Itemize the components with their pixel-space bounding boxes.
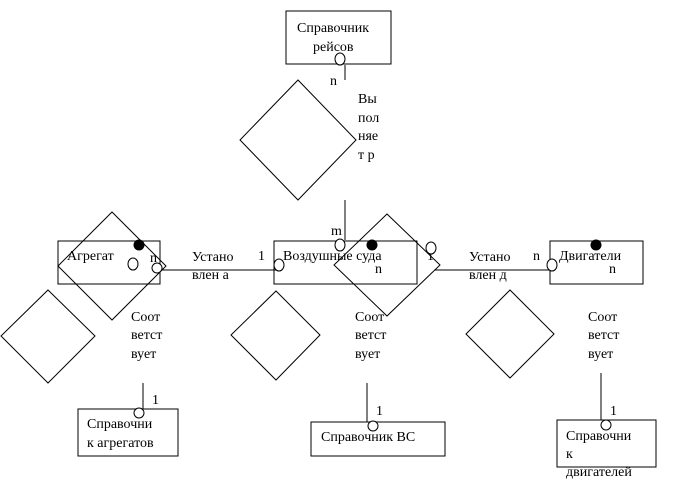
card-aggregate-n: n: [150, 251, 157, 266]
rel-corresponds-eng-label-3: вует: [588, 347, 613, 362]
rel-installed-d-label-2: влен д: [469, 268, 507, 283]
participation-markers: [127, 52, 612, 432]
optional-circle-aircraft-right: [425, 241, 437, 255]
optional-circle-aircraft-ref: [367, 420, 379, 432]
rel-installed-d-label-1: Устано: [469, 250, 510, 265]
entity-engines-label: Двигатели: [559, 249, 622, 264]
mandatory-dot-aircraft: [366, 239, 378, 251]
rel-corresponds-eng-label-2: ветст: [588, 328, 619, 343]
diamond-corresponds-ac: [230, 290, 321, 381]
diamond-performs: [239, 79, 357, 201]
entity-boxes: [57, 10, 657, 468]
optional-circle-engines-ref: [600, 419, 612, 431]
card-aircraft-m: m: [331, 224, 342, 239]
card-engines-ref-1: 1: [610, 404, 617, 419]
optional-circle-flights-bottom: [334, 52, 346, 66]
entity-aggregates-ref-box: [77, 408, 179, 457]
optional-circle-aggregates-ref: [133, 407, 145, 419]
card-installed-a-1: 1: [258, 249, 265, 264]
card-installed-d-1: 1: [427, 249, 434, 264]
rel-installed-a-label-2: влен а: [192, 268, 230, 283]
entity-flights-label-2: рейсов: [313, 40, 354, 55]
optional-circle-installed-a: [151, 262, 163, 274]
rel-corresponds-eng-label-1: Соот: [588, 310, 617, 325]
entity-aircraft-ref-label: Справочник ВС: [321, 430, 415, 445]
mandatory-dot-aggregate: [133, 239, 145, 251]
optional-circle-engines-left: [546, 258, 558, 272]
rel-corresponds-agg-label-2: ветст: [131, 328, 162, 343]
diamond-corresponds-eng: [465, 289, 555, 379]
entity-engines-ref-label-2: к: [566, 447, 573, 462]
optional-circle-aircraft-top: [334, 238, 346, 252]
rel-performs-label-4: т р: [358, 148, 375, 163]
mandatory-dot-engines: [590, 239, 602, 251]
rel-corresponds-ac-label-2: ветст: [355, 328, 386, 343]
card-aggregates-ref-1: 1: [152, 393, 159, 408]
entity-engines-ref-label-3: двигателей: [566, 465, 632, 480]
rel-corresponds-ac-label-1: Соот: [355, 310, 384, 325]
optional-circle-aircraft-left: [273, 258, 285, 272]
entity-engines-ref-label-1: Справочни: [566, 429, 632, 444]
relationship-diamonds: [0, 79, 555, 384]
card-aircraft-n: n: [375, 262, 382, 277]
card-flights-n: n: [330, 74, 337, 89]
diamond-aggregate-overlay: [57, 211, 167, 321]
card-engines-n: n: [609, 262, 616, 277]
entity-flights-label-1: Справочник: [297, 21, 369, 36]
rel-corresponds-agg-label-1: Соот: [131, 310, 160, 325]
diamond-aircraft-overlay: [333, 213, 441, 317]
rel-performs-label-2: пол: [358, 111, 379, 126]
entity-aggregates-ref-label-1: Справочни: [87, 417, 153, 432]
rel-performs-label-1: Вы: [358, 92, 377, 107]
optional-circle-aggregate-right: [127, 257, 139, 271]
rel-corresponds-ac-label-3: вует: [355, 347, 380, 362]
entity-aggregate-label: Агрегат: [67, 249, 114, 264]
rel-installed-a-label-1: Устано: [192, 250, 233, 265]
entity-aircraft-label: Воздушные суда: [283, 249, 382, 264]
rel-performs-label-3: няе: [358, 129, 378, 144]
entity-aggregate-box: [57, 240, 161, 285]
diamond-corresponds-agg: [0, 289, 96, 384]
card-engines-left-n: n: [533, 249, 540, 264]
rel-corresponds-agg-label-3: вует: [131, 347, 156, 362]
entity-aggregates-ref-label-2: к агрегатов: [87, 436, 154, 451]
card-aircraft-ref-1: 1: [376, 404, 383, 419]
